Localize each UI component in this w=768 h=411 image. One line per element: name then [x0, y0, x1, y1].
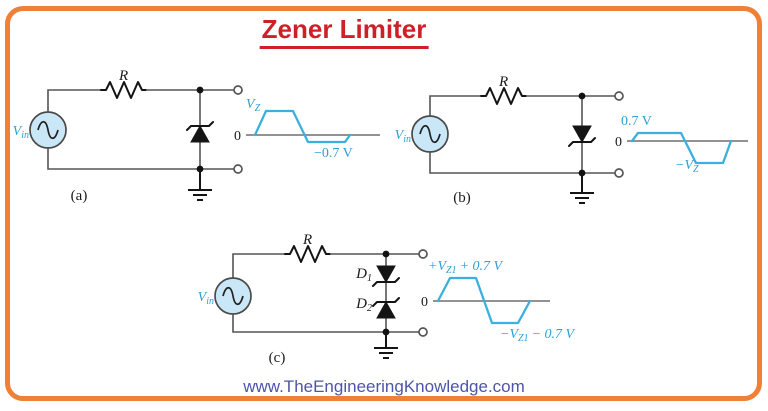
circuit-caption: (c) [269, 350, 286, 366]
output-terminal [418, 249, 428, 259]
circuit-caption: (b) [453, 190, 471, 206]
ground-icon [374, 332, 398, 359]
figure-title: Zener Limiter [259, 14, 429, 49]
clip-level-label-bottom: −VZ [675, 158, 699, 175]
waveform-trace [253, 109, 352, 144]
zero-label: 0 [615, 135, 622, 150]
node-dot [196, 86, 204, 94]
diode-d1-label: D1 [355, 266, 372, 284]
output-terminal [614, 168, 624, 178]
resistor-label: R [118, 68, 128, 84]
sine-symbol-icon [37, 120, 59, 140]
output-terminal [233, 164, 243, 174]
footer: www.TheEngineeringKnowledge.com [0, 377, 768, 397]
waveform-b: 0 0.7 V −VZ [615, 114, 748, 175]
node-dot [382, 250, 390, 258]
ground-icon [570, 173, 594, 204]
footer-link[interactable]: www.TheEngineeringKnowledge.com [243, 377, 525, 396]
waveform-a: 0 VZ −0.7 V [234, 97, 380, 161]
zener-diode-d2-icon [372, 297, 400, 319]
wire [232, 314, 419, 333]
wire [429, 152, 615, 174]
waveform-trace [436, 276, 532, 325]
source-label: Vin [198, 290, 214, 307]
clip-level-label-bottom: −0.7 V [314, 146, 353, 161]
resistor-icon [284, 245, 331, 263]
source-label: Vin [395, 128, 411, 145]
output-terminal [418, 327, 428, 337]
diode-d2-label: D2 [355, 296, 372, 314]
circuit-a: R Vin (a) [13, 68, 243, 204]
ground-icon [188, 169, 212, 201]
zener-diode-d1-icon [372, 265, 400, 287]
output-terminal [233, 85, 243, 95]
zero-label: 0 [421, 295, 428, 310]
zero-label: 0 [234, 129, 241, 144]
resistor-label: R [302, 232, 312, 248]
circuit-caption: (a) [71, 188, 88, 204]
wire [232, 253, 285, 278]
circuit-c: R Vin D1 D2 [198, 232, 428, 366]
resistor-icon [100, 81, 147, 99]
node-dot [578, 92, 586, 100]
sine-symbol-icon [419, 124, 441, 144]
clip-level-label-bottom: −VZ1− 0.7 V [500, 327, 576, 344]
wire [429, 95, 481, 116]
clip-level-label-top: +VZ1+ 0.7 V [428, 259, 504, 276]
wire [47, 89, 101, 112]
resistor-icon [480, 87, 527, 105]
sine-symbol-icon [222, 286, 244, 306]
waveform-trace [630, 131, 733, 165]
wire [47, 148, 234, 170]
resistor-label: R [498, 74, 508, 90]
figure-border [5, 6, 762, 401]
output-terminal [614, 91, 624, 101]
clip-level-label-top: VZ [246, 97, 261, 114]
zener-diode-icon [186, 121, 214, 143]
source-label: Vin [13, 124, 29, 141]
clip-level-label-top: 0.7 V [621, 114, 652, 129]
waveform-c: 0 +VZ1+ 0.7 V −VZ1− 0.7 V [421, 259, 576, 344]
circuit-b: R Vin (b) [395, 74, 624, 206]
zener-diode-icon [568, 125, 596, 147]
